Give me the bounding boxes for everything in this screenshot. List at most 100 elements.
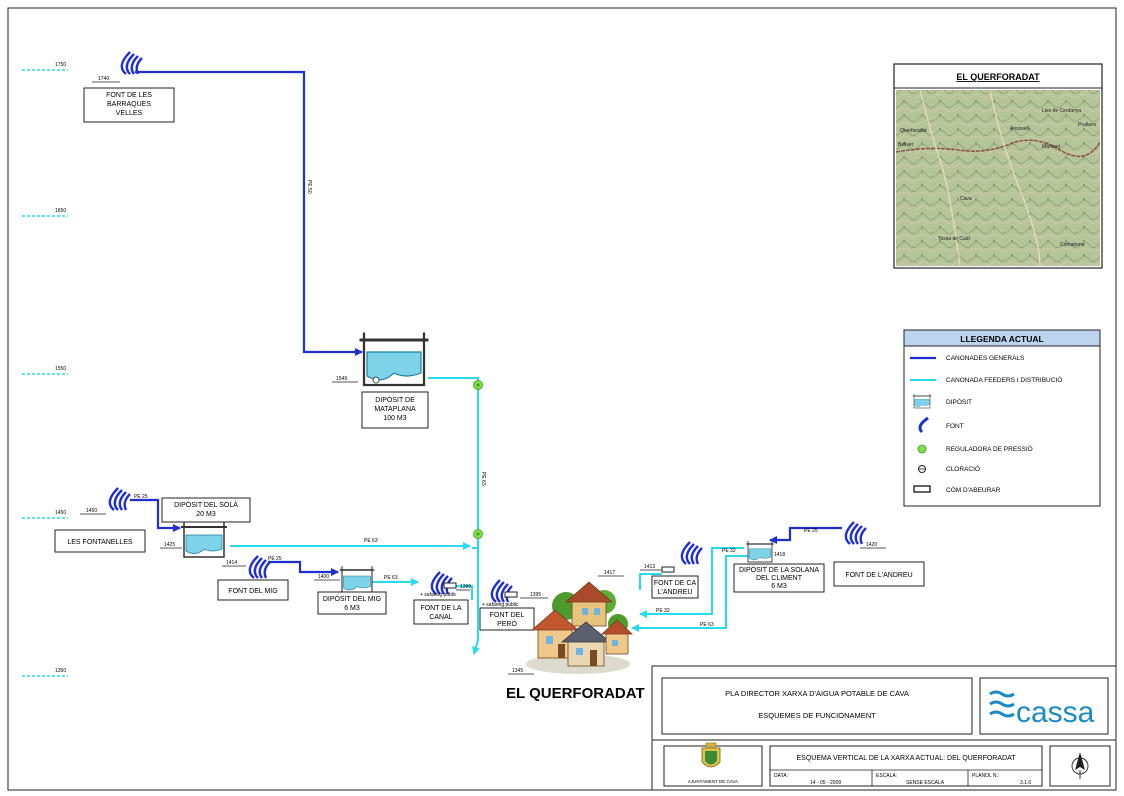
svg-text:REGULADORA DE PRESSIÓ: REGULADORA DE PRESSIÓ bbox=[946, 444, 1033, 453]
pipe-label: PE 25 bbox=[134, 494, 148, 500]
village-illustration bbox=[526, 581, 634, 674]
svg-text:CANONADA FEEDERS I DISTRIBUCIÓ: CANONADA FEEDERS I DISTRIBUCIÓ bbox=[946, 375, 1062, 384]
spring-icon bbox=[248, 554, 272, 580]
pipe-label: PE 63 bbox=[364, 538, 378, 544]
spring-icon bbox=[108, 486, 132, 512]
project-title: PLA DIRECTOR XARXA D'AIGUA POTABLE DE CA… bbox=[725, 689, 909, 698]
north-arrow-icon bbox=[1071, 752, 1089, 779]
svg-text:DIPÒSIT DE: DIPÒSIT DE bbox=[375, 395, 415, 404]
svg-text:1396: 1396 bbox=[460, 584, 471, 590]
pipe-label-main: PE 50 bbox=[306, 180, 312, 194]
village-elevation: 1345 bbox=[512, 668, 523, 674]
legend-item: CANONADES GENERALS bbox=[910, 355, 1025, 362]
drawing-title: ESQUEMA VERTICAL DE LA XARXA ACTUAL: DEL… bbox=[796, 755, 1016, 762]
spring-icon bbox=[680, 540, 704, 566]
svg-text:Tossa de Cadí: Tossa de Cadí bbox=[938, 236, 971, 242]
svg-text:1450: 1450 bbox=[86, 508, 97, 514]
title-block: PLA DIRECTOR XARXA D'AIGUA POTABLE DE CA… bbox=[651, 665, 1117, 791]
pipe-labels: PE 50 PE 63 PE 25 PE 63 PE 25 PE 63 PE 2… bbox=[134, 180, 818, 628]
tank-icon bbox=[339, 565, 375, 594]
spring-andreu: 1420 FONT DE L'ANDREU bbox=[833, 520, 925, 587]
svg-text:1413: 1413 bbox=[644, 564, 655, 570]
main-pipe-andreu bbox=[769, 526, 842, 544]
svg-text:L'ANDREU: L'ANDREU bbox=[658, 589, 693, 596]
svg-text:1750: 1750 bbox=[55, 62, 66, 68]
elevation-marker: 1350 bbox=[22, 668, 68, 677]
trough-icon bbox=[913, 485, 931, 493]
spring-ca-andreu: 1413 1417 FONT DE CA L'ANDREU bbox=[598, 540, 704, 599]
spring-fontanelles: 1450 LES FONTANELLES bbox=[54, 486, 146, 553]
svg-text:DEL CLIMENT: DEL CLIMENT bbox=[756, 575, 803, 582]
svg-text:DIPÒSIT: DIPÒSIT bbox=[946, 397, 972, 406]
svg-text:1350: 1350 bbox=[55, 668, 66, 674]
municipality-shield-icon bbox=[701, 742, 721, 768]
svg-text:MATAPLANA: MATAPLANA bbox=[374, 406, 416, 413]
elevation-scale: 1750 1650 1550 1450 1350 bbox=[22, 62, 68, 677]
municipality-name: AJUNTAMENT DE CAVA bbox=[688, 779, 738, 784]
date-label: DATA: bbox=[774, 773, 788, 779]
tank-sola: 1425 DIPÒSIT DEL SOLÀ 20 M3 bbox=[160, 497, 251, 558]
tank-icon bbox=[912, 393, 932, 409]
svg-text:FONT DE CA: FONT DE CA bbox=[654, 580, 697, 587]
svg-text:DIPÒSIT DEL MIG: DIPÒSIT DEL MIG bbox=[323, 594, 381, 603]
main-pipe-fontanelles bbox=[130, 498, 181, 532]
trough-icon bbox=[661, 566, 675, 573]
scale-label: ESCALA: bbox=[876, 773, 897, 779]
tank-mig: 1400 DIPÒSIT DEL MIG 6 M3 bbox=[314, 565, 387, 615]
sheet-value: 3.1.6 bbox=[1020, 780, 1031, 786]
pressure-regulator-icon bbox=[917, 444, 927, 454]
elevation-marker: 1650 bbox=[22, 208, 68, 217]
main-pipe-mig bbox=[268, 560, 339, 576]
svg-text:FONT DE L'ANDREU: FONT DE L'ANDREU bbox=[845, 572, 912, 579]
svg-text:BARRAQUES: BARRAQUES bbox=[107, 101, 151, 108]
legend-item: CANONADA FEEDERS I DISTRIBUCIÓ bbox=[910, 375, 1062, 384]
scale-value: SENSE ESCALA bbox=[906, 780, 945, 786]
svg-text:1740: 1740 bbox=[98, 76, 109, 82]
svg-text:CANAL: CANAL bbox=[429, 614, 452, 621]
sheet-label: PLANOL N.: bbox=[972, 773, 999, 779]
svg-text:CÓM D'ABEURAR: CÓM D'ABEURAR bbox=[946, 485, 1001, 494]
main-pipe-barraques bbox=[135, 70, 363, 356]
village-name: EL QUERFORADAT bbox=[506, 685, 645, 702]
svg-text:Martinet: Martinet bbox=[1042, 144, 1061, 150]
elevation-marker: 1450 bbox=[22, 510, 68, 519]
svg-text:1549: 1549 bbox=[336, 376, 347, 382]
svg-text:1420: 1420 bbox=[866, 542, 877, 548]
map-image bbox=[896, 90, 1100, 266]
feeder-pipe-solana bbox=[639, 547, 744, 618]
chlorination-icon bbox=[372, 376, 380, 384]
legend-item: CÓM D'ABEURAR bbox=[913, 485, 1001, 494]
svg-text:FONT DEL MIG: FONT DEL MIG bbox=[228, 588, 277, 595]
svg-text:Ansovell: Ansovell bbox=[1010, 126, 1029, 132]
pipe-label: PE 63 bbox=[700, 622, 714, 628]
svg-text:20 M3: 20 M3 bbox=[196, 511, 216, 518]
sheet-frame bbox=[7, 7, 1117, 791]
pipe-label: PE 25 bbox=[268, 556, 282, 562]
subject-title: ESQUEMES DE FUNCIONAMENT bbox=[758, 711, 876, 720]
svg-text:1650: 1650 bbox=[55, 208, 66, 214]
tank-solana: 1418 DIPÒSIT DE LA SOLANA DEL CLIMENT 6 … bbox=[733, 540, 825, 593]
pipe-label-feeder: PE 63 bbox=[480, 472, 486, 486]
feeder-pipe-mataplana bbox=[428, 377, 479, 549]
feeder-pipe-mataplana-down bbox=[472, 548, 480, 655]
feeder-pipes bbox=[230, 377, 748, 655]
tank-mataplana: 1549 DIPÒSIT DE MATAPLANA 100 M3 bbox=[332, 331, 430, 429]
svg-text:PERÓ: PERÓ bbox=[497, 619, 517, 628]
svg-text:1414: 1414 bbox=[226, 560, 237, 566]
svg-text:1550: 1550 bbox=[55, 366, 66, 372]
spring-canal: + safareig públic 1396 FONT DE LA CANAL bbox=[413, 570, 471, 625]
spring-icon bbox=[120, 50, 144, 76]
feeder-pipe-solana-2 bbox=[631, 555, 748, 632]
svg-text:Bellver: Bellver bbox=[898, 142, 914, 148]
svg-text:FONT: FONT bbox=[946, 423, 964, 430]
map-title: EL QUERFORADAT bbox=[956, 72, 1040, 82]
pipe-label: PE 32 bbox=[722, 548, 736, 554]
svg-text:100 M3: 100 M3 bbox=[383, 415, 406, 422]
legend-title: LLEGENDA ACTUAL bbox=[960, 334, 1043, 344]
pressure-regulator-icon bbox=[473, 529, 483, 539]
svg-text:Cava: Cava bbox=[960, 196, 972, 202]
svg-text:CANONADES GENERALS: CANONADES GENERALS bbox=[946, 355, 1025, 362]
legend: LLEGENDA ACTUAL CANONADES GENERALS CANON… bbox=[903, 329, 1101, 507]
company-name: cassa bbox=[1016, 696, 1095, 729]
